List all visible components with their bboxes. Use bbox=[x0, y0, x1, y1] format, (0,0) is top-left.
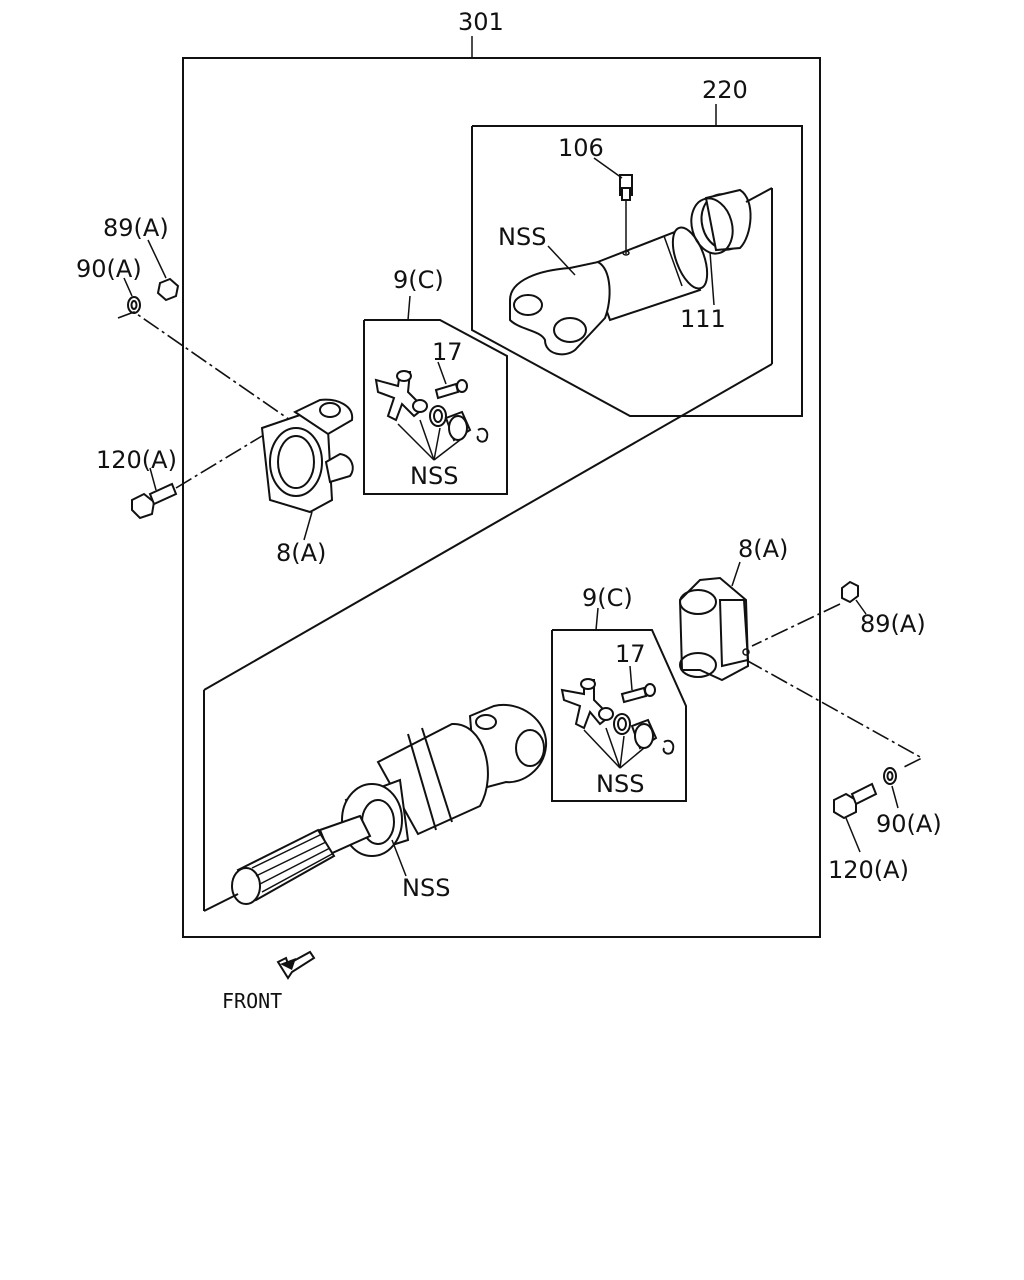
label-grease-upper: 17 bbox=[432, 338, 463, 366]
shaft-assembly-box: 220 bbox=[471, 76, 803, 417]
label-bolt-lower: 120(A) bbox=[828, 856, 909, 884]
label-kit-upper: 9(C) bbox=[393, 266, 444, 294]
seal-rings-upper bbox=[429, 405, 489, 443]
kit-box-upper: 9(C) bbox=[363, 266, 508, 495]
grease-fitting-17-lower: 17 bbox=[615, 640, 656, 704]
flange-yoke-upper: 8(A) bbox=[260, 398, 354, 567]
label-washer-lower: 90(A) bbox=[876, 810, 942, 838]
grease-fitting-106: 106 bbox=[558, 134, 633, 201]
label-nss-kit-lower: NSS bbox=[596, 770, 644, 798]
label-grease-fitting-106: 106 bbox=[558, 134, 604, 162]
label-kit-lower: 9(C) bbox=[582, 584, 633, 612]
label-nut-lower: 89(A) bbox=[860, 610, 926, 638]
shaft-outline bbox=[203, 187, 773, 911]
label-flange-lower: 8(A) bbox=[738, 535, 788, 563]
label-grease-lower: 17 bbox=[615, 640, 646, 668]
seal-111: 111 bbox=[680, 188, 752, 333]
nut-89-upper: 89(A) bbox=[103, 214, 180, 302]
nss-spline-callout: NSS bbox=[391, 839, 450, 902]
bolt-120-lower: 120(A) bbox=[828, 782, 909, 884]
leader-dashed-lower bbox=[745, 659, 924, 769]
grease-fitting-17-upper: 17 bbox=[432, 338, 468, 400]
nut-89-lower: 89(A) bbox=[841, 580, 926, 638]
nss-kit-upper-callout: NSS bbox=[397, 419, 461, 490]
washer-90-lower: 90(A) bbox=[876, 767, 942, 838]
slip-yoke-shaft bbox=[509, 175, 709, 356]
front-arrow-icon bbox=[276, 950, 316, 980]
nss-shaft-callout: NSS bbox=[498, 223, 576, 276]
label-bolt-upper: 120(A) bbox=[96, 446, 177, 474]
label-assembly-301: 301 bbox=[458, 8, 504, 36]
bolt-120-upper: 120(A) bbox=[96, 446, 178, 520]
universal-joint-lower bbox=[560, 678, 614, 730]
label-nss-shaft: NSS bbox=[498, 223, 546, 251]
label-flange-upper: 8(A) bbox=[276, 539, 326, 567]
flange-yoke-lower: 8(A) bbox=[678, 535, 788, 682]
washer-90-upper: 90(A) bbox=[76, 255, 142, 314]
label-seal-111: 111 bbox=[680, 305, 726, 333]
leader-dashed-upper bbox=[117, 311, 291, 421]
kit-box-lower: 9(C) bbox=[551, 584, 687, 802]
universal-joint-upper bbox=[374, 370, 428, 422]
label-shaft-220: 220 bbox=[702, 76, 748, 104]
label-nut-89-upper: 89(A) bbox=[103, 214, 169, 242]
leader-dashed-nut-lower bbox=[751, 603, 841, 647]
assembly-frame: 301 bbox=[182, 8, 821, 938]
nss-kit-lower-callout: NSS bbox=[583, 727, 645, 798]
spline-shaft-lower bbox=[203, 703, 548, 912]
label-nss-spline: NSS bbox=[402, 874, 450, 902]
label-nss-kit-upper: NSS bbox=[410, 462, 458, 490]
label-washer-90-upper: 90(A) bbox=[76, 255, 142, 283]
leader-dashed-bolt-upper bbox=[175, 435, 263, 489]
label-front: FRONT bbox=[222, 989, 282, 1013]
